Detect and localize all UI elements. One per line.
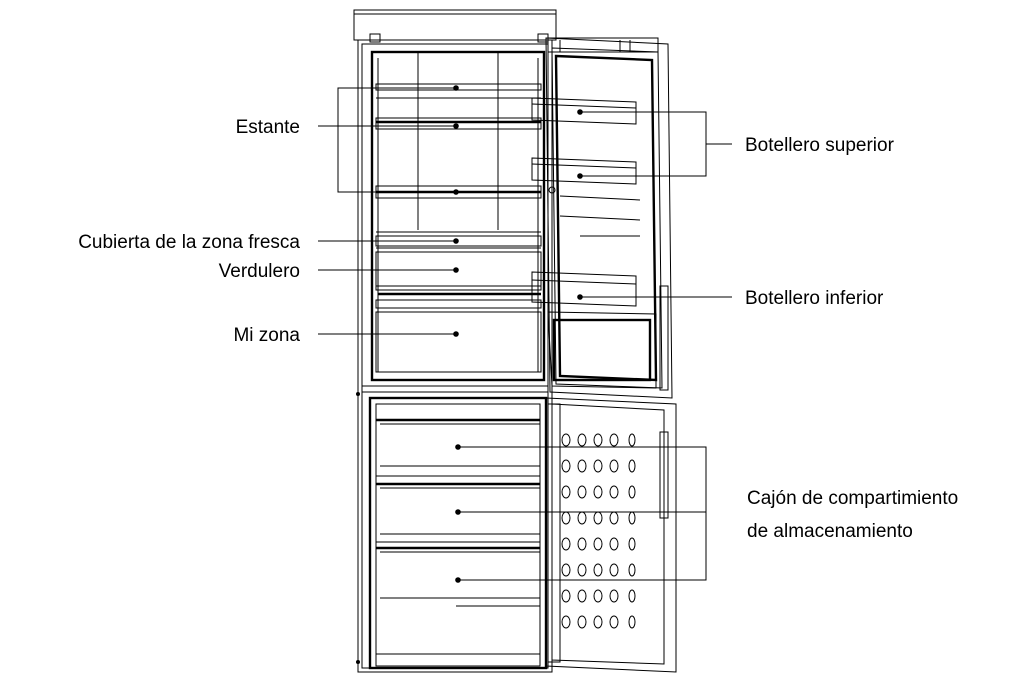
upper-door-illustration <box>531 37 673 399</box>
door-bump <box>609 589 619 603</box>
door-bump <box>609 615 619 629</box>
door-bump <box>593 537 603 551</box>
door-bump <box>628 511 636 525</box>
door-bump <box>577 459 587 473</box>
door-bump <box>628 537 636 551</box>
door-bump <box>577 589 587 603</box>
door-bump <box>609 433 619 447</box>
door-bump <box>609 537 619 551</box>
door-bump <box>561 589 571 603</box>
freezer-door-illustration <box>545 397 677 673</box>
door-bump <box>628 563 636 577</box>
door-bump <box>593 589 603 603</box>
label-upper-bottle-rack: Botellero superior <box>745 135 895 156</box>
shelf-1 <box>375 83 542 99</box>
door-bump <box>628 433 636 447</box>
freezer-drawer-3 <box>376 546 540 655</box>
door-bump <box>593 433 603 447</box>
door-bump <box>628 459 636 473</box>
label-shelf: Estante <box>236 117 300 138</box>
door-bump <box>593 563 603 577</box>
label-fresh-zone-cover: Cubierta de la zona fresca <box>78 232 300 253</box>
label-storage-drawer-line1: Cajón de compartimiento <box>747 488 958 509</box>
door-bump <box>561 459 571 473</box>
door-bump <box>561 563 571 577</box>
door-bump <box>561 615 571 629</box>
fridge-illustration <box>353 9 557 673</box>
door-bump <box>628 589 636 603</box>
door-bump <box>577 485 587 499</box>
freezer-drawer-1 <box>376 418 540 477</box>
door-bump <box>609 511 619 525</box>
door-bump <box>628 485 636 499</box>
label-my-zone: Mi zona <box>233 325 300 346</box>
door-bump <box>577 433 587 447</box>
door-bump <box>561 485 571 499</box>
door-bump <box>593 485 603 499</box>
door-bump <box>577 615 587 629</box>
lower-bottle-rack <box>531 271 637 307</box>
label-lower-bottle-rack: Botellero inferior <box>745 288 884 309</box>
door-bump <box>593 459 603 473</box>
my-zone-drawer <box>375 299 542 373</box>
door-bump <box>593 511 603 525</box>
door-bump <box>561 433 571 447</box>
door-bump <box>609 459 619 473</box>
door-bump <box>609 485 619 499</box>
door-bump <box>628 615 636 629</box>
door-bump-grid <box>561 433 636 629</box>
crisper-drawer <box>375 251 542 296</box>
door-bump <box>561 537 571 551</box>
leader-lines <box>318 87 732 581</box>
freezer-drawer-2 <box>376 482 540 543</box>
door-bump <box>577 563 587 577</box>
door-bump <box>577 537 587 551</box>
door-bump <box>593 615 603 629</box>
door-bump <box>561 511 571 525</box>
upper-bottle-rack <box>531 97 637 185</box>
door-bump <box>609 563 619 577</box>
callout-dots <box>453 85 583 583</box>
label-storage-drawer-line2: de almacenamiento <box>747 521 913 542</box>
door-bump <box>577 511 587 525</box>
label-crisper: Verdulero <box>219 261 300 282</box>
shelf-2 <box>375 117 542 130</box>
